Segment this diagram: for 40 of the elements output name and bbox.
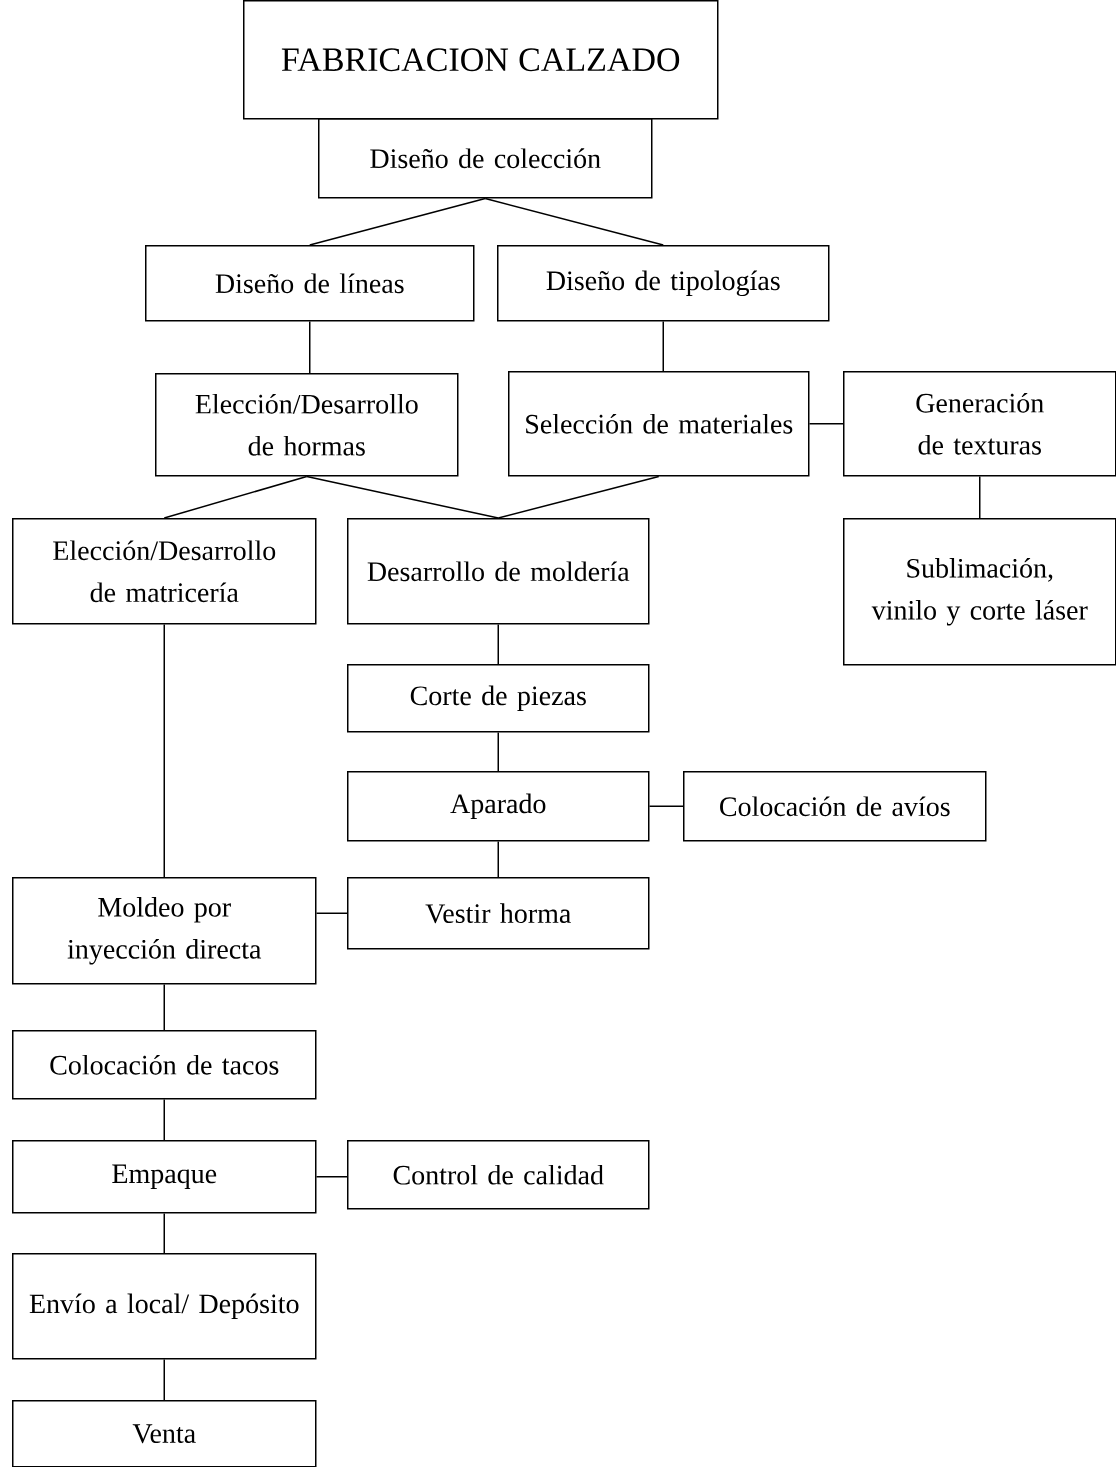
process-box: Empaque (12, 1140, 317, 1214)
connector-line (662, 320, 664, 372)
connector-line (497, 623, 499, 665)
connector-line (648, 805, 684, 807)
process-box: Elección/Desarrollo de matricería (12, 518, 317, 625)
process-box: Vestir horma (347, 877, 650, 950)
connector-line (163, 1358, 165, 1401)
connector-line (315, 1176, 348, 1178)
connector-line (306, 475, 499, 519)
connector-line (979, 475, 981, 519)
connector-line (808, 423, 844, 425)
title-box: FABRICACION CALZADO (243, 0, 719, 120)
connector-line (484, 197, 664, 246)
process-box: Selección de materiales (508, 371, 810, 477)
process-box: Control de calidad (347, 1140, 650, 1210)
process-box: Generación de texturas (843, 371, 1116, 477)
process-box: Colocación de tacos (12, 1030, 317, 1100)
connector-line (163, 623, 165, 878)
connector-line (309, 320, 311, 374)
connector-line (497, 840, 499, 878)
process-box: Envío a local/ Depósito (12, 1253, 317, 1360)
process-box: Diseño de líneas (145, 245, 475, 322)
process-box: Moldeo por inyección directa (12, 877, 317, 985)
process-box: Sublimación, vinilo y corte láser (843, 518, 1116, 666)
connector-line (163, 983, 165, 1031)
process-box: Venta (12, 1400, 317, 1467)
process-box: Diseño de colección (318, 118, 653, 199)
process-box: Colocación de avíos (683, 771, 987, 842)
process-box: Diseño de tipologías (497, 245, 830, 322)
process-box: Desarrollo de moldería (347, 518, 650, 625)
connector-line (309, 197, 486, 246)
connector-line (163, 475, 308, 519)
connector-line (163, 1098, 165, 1141)
process-box: Elección/Desarrollo de hormas (155, 373, 459, 477)
connector-line (315, 912, 348, 914)
process-box: Corte de piezas (347, 664, 650, 733)
connector-line (497, 731, 499, 772)
connector-line (497, 475, 660, 519)
process-box: Aparado (347, 771, 650, 842)
connector-line (163, 1212, 165, 1254)
